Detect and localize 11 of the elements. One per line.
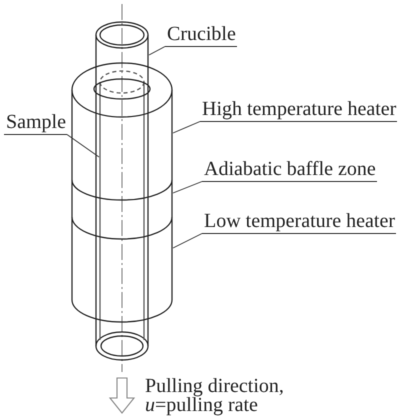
leader-line	[172, 121, 200, 134]
note-text: Pulling direction, u=pulling rate	[145, 377, 285, 415]
leader-line	[172, 233, 202, 248]
part-label: Low temperature heater	[202, 211, 396, 234]
leader-line	[172, 181, 202, 194]
part-label: High temperature heater	[200, 99, 398, 122]
part-label: Adiabatic baffle zone	[202, 159, 377, 182]
leader-line	[66, 134, 100, 158]
leader-line	[148, 46, 166, 56]
part-label: Sample	[4, 112, 67, 135]
part-label: Crucible	[165, 24, 237, 47]
